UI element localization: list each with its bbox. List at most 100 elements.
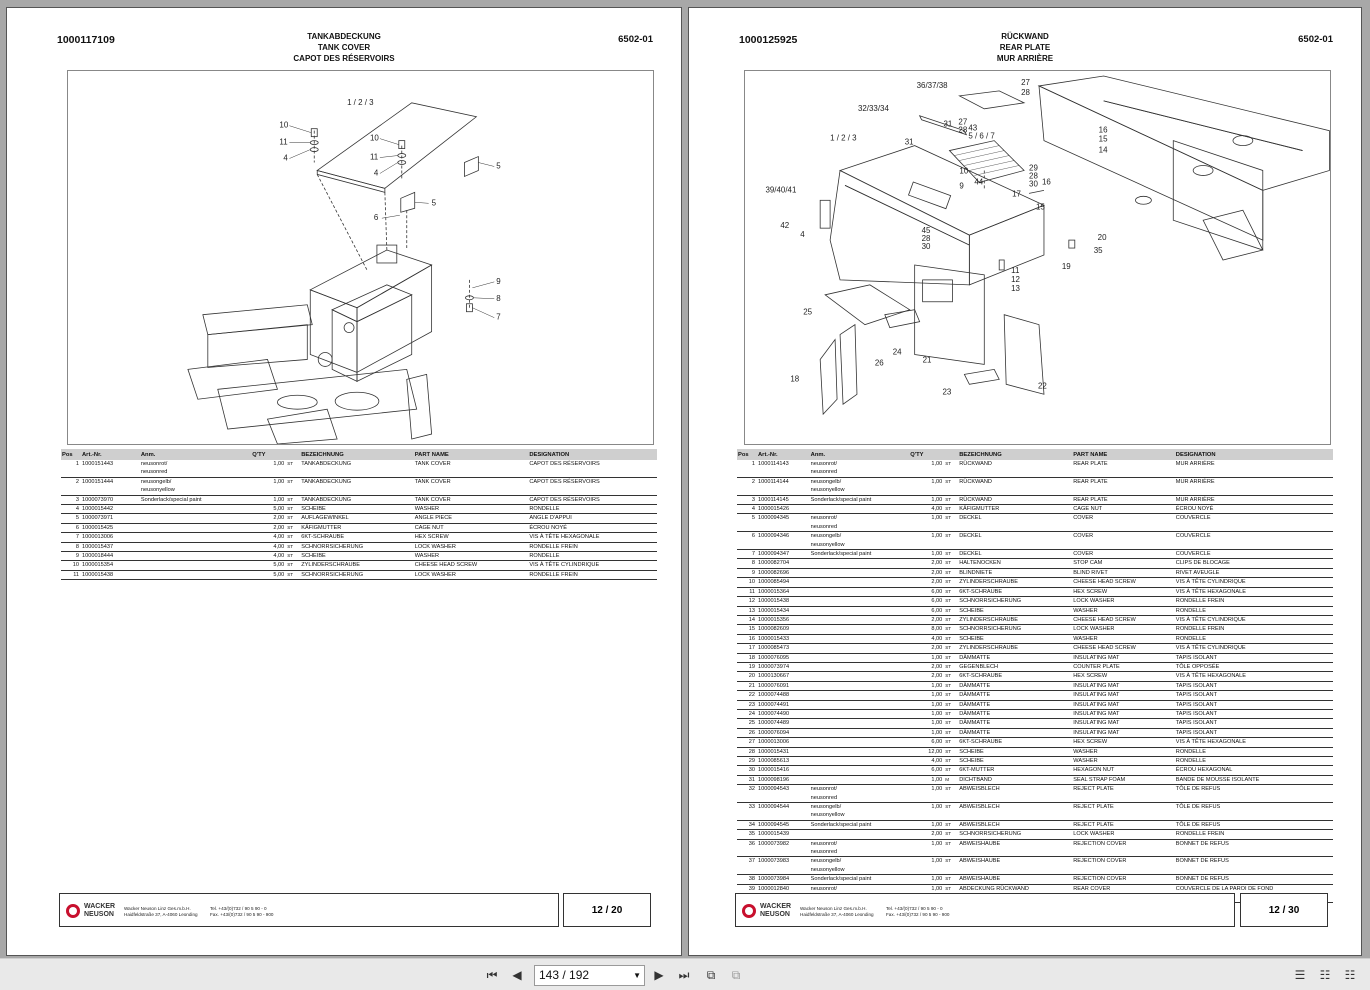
go-forward-icon[interactable]: ⧉ [731, 968, 741, 982]
cell-anm [809, 709, 910, 720]
anm-line-1: Sonderlack/special paint [810, 876, 872, 883]
cell-qty: 1,00 [909, 718, 945, 729]
cell-anm [809, 643, 910, 654]
col-anm: Anm. [139, 449, 252, 460]
svg-text:13: 13 [1011, 284, 1020, 293]
svg-text:35: 35 [1094, 246, 1103, 255]
cell-part-name: LOCK WASHER [413, 542, 529, 553]
cell-pos: 18 [737, 653, 757, 663]
cell-anm [809, 587, 910, 598]
single-page-view-icon[interactable]: ☰ [1294, 968, 1306, 982]
cell-bezeichnung: DÄMMATTE [958, 700, 1073, 710]
cell-qty: 4,00 [909, 634, 945, 645]
cell-unit: ST [286, 560, 301, 571]
page-number-select[interactable]: 143 / 192 ▼ [534, 965, 645, 986]
cell-art-no: 1000114143 [757, 460, 810, 478]
cell-art-no: 1000015426 [757, 504, 810, 515]
parts-table: Pos Art.-Nr. Anm. Q'TY BEZEICHNUNG PART … [61, 449, 657, 581]
cell-designation: TAPIS ISOLANT [1174, 709, 1333, 720]
go-back-icon[interactable]: ⧉ [706, 968, 716, 982]
cell-bezeichnung: SCHNORRSICHERUNG [300, 570, 414, 581]
cell-designation: TÔLE DE REFUS [1174, 784, 1333, 804]
cell-anm: neusongelb/neusonyellow [809, 531, 910, 551]
anm-line-2: neusonred [140, 469, 168, 476]
first-page-icon[interactable]: ⏮ [486, 968, 498, 982]
svg-text:5: 5 [432, 198, 437, 207]
cell-qty: 2,00 [909, 662, 945, 673]
cell-bezeichnung: RÜCKWAND [958, 460, 1073, 478]
cell-designation: TAPIS ISOLANT [1174, 681, 1333, 692]
cell-anm [809, 615, 910, 626]
title-de: RÜCKWAND [1001, 32, 1049, 41]
prev-page-icon[interactable]: ◀ [512, 968, 522, 982]
cell-art-no: 1000073982 [757, 839, 810, 858]
cell-unit: ST [944, 549, 959, 560]
cell-designation: CAPOT DES RÉSERVOIRS [528, 460, 657, 478]
cell-designation: VIS À TÊTE CYLINDRIQUE [1174, 615, 1333, 626]
title-en: TANK COVER [317, 43, 371, 52]
cell-qty: 5,00 [251, 560, 287, 571]
cell-art-no: 1000085494 [757, 577, 810, 588]
cell-part-name: INSULATING MAT [1072, 709, 1175, 720]
cell-qty: 6,00 [909, 765, 945, 776]
cell-bezeichnung: GEGENBLECH [958, 662, 1073, 673]
cell-part-name: LOCK WASHER [1072, 624, 1175, 635]
brand-line-1: WACKER [760, 903, 792, 910]
cell-designation: MUR ARRIÈRE [1174, 460, 1333, 478]
cell-unit: ST [286, 477, 301, 496]
cell-part-name: CHEESE HEAD SCREW [413, 560, 529, 571]
left-page: 1000117109 TANKABDECKUNG TANK COVER CAPO… [6, 7, 682, 956]
cell-part-name: CHEESE HEAD SCREW [1072, 643, 1175, 654]
cell-qty: 6,00 [909, 606, 945, 616]
anm-line-1: neusonrot/ [810, 885, 838, 892]
cell-unit: ST [944, 495, 959, 506]
svg-text:1 / 2 / 3: 1 / 2 / 3 [347, 98, 374, 107]
anm-line-1: Sonderlack/special paint [140, 496, 202, 503]
cell-part-name: HEXAGON NUT [1072, 765, 1175, 776]
cell-art-no: 1000015433 [757, 634, 810, 645]
cell-art-no: 1000073971 [81, 513, 140, 524]
cell-anm [809, 690, 910, 701]
cell-qty: 6,00 [909, 596, 945, 607]
cell-designation: BONNET DE REFUS [1174, 839, 1333, 858]
cell-part-name: INSULATING MAT [1072, 728, 1175, 739]
cell-qty: 12,00 [909, 747, 945, 758]
cell-qty: 1,00 [909, 874, 945, 885]
last-page-icon[interactable]: ⏭ [678, 968, 690, 982]
company-name: Wacker Neuson Linz Ges.m.b.H. [800, 906, 867, 911]
title-de: TANKABDECKUNG [307, 32, 381, 41]
cell-qty: 2,00 [909, 829, 945, 840]
brand-wordmark: WACKER NEUSON [760, 903, 791, 919]
cell-designation: TAPIS ISOLANT [1174, 700, 1333, 710]
svg-text:4: 4 [800, 230, 805, 239]
continuous-view-icon[interactable]: ☷ [1344, 968, 1356, 982]
company-fax: Fax. +43/(0)732 / 90 5 90 - 900 [210, 912, 274, 917]
cell-bezeichnung: KÄFIGMUTTER [300, 523, 414, 534]
cell-part-name: COVER [1072, 531, 1175, 551]
cell-pos: 5 [61, 513, 81, 524]
cell-unit: ST [944, 477, 959, 496]
cell-unit: ST [944, 737, 959, 748]
anm-line-1: neusongelb/ [810, 804, 842, 811]
cell-unit: ST [944, 531, 959, 551]
col-art-no: Art.-Nr. [757, 449, 810, 460]
cell-anm: neusongelb/neusonyellow [809, 477, 910, 496]
cell-pos: 6 [737, 531, 757, 551]
cell-anm [809, 634, 910, 645]
parts-table: Pos Art.-Nr. Anm. Q'TY BEZEICHNUNG PART … [737, 449, 1333, 903]
cell-pos: 35 [737, 829, 757, 840]
next-page-icon[interactable]: ▶ [654, 968, 664, 982]
cell-qty: 1,00 [909, 709, 945, 720]
two-page-view-icon[interactable]: ☷ [1319, 968, 1331, 982]
cell-qty: 1,00 [909, 477, 945, 496]
cell-art-no: 1000151444 [81, 477, 140, 496]
cell-pos: 19 [737, 662, 757, 673]
anm-line-1: neusonrot/ [810, 461, 838, 467]
svg-text:39/40/41: 39/40/41 [765, 185, 796, 194]
